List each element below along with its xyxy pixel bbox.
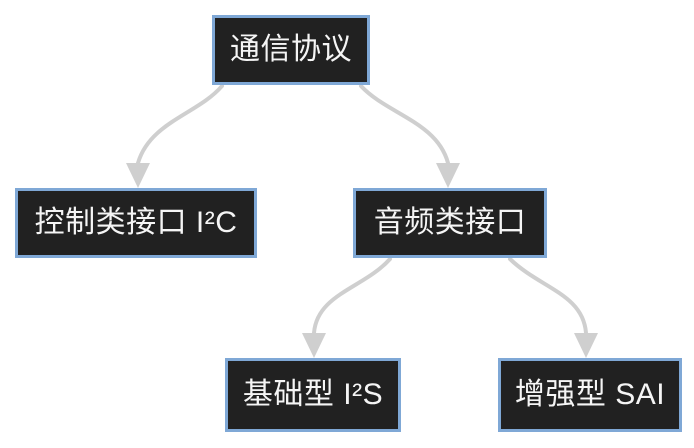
node-label: 控制类接口 I²C bbox=[34, 206, 238, 239]
edge-audio-to-basic bbox=[312, 257, 392, 335]
node-label: 通信协议 bbox=[230, 33, 352, 66]
edge-protocol-to-control bbox=[136, 84, 224, 165]
arrowhead-down-icon bbox=[436, 163, 460, 188]
node-control-interface-i2c: 控制类接口 I²C bbox=[15, 188, 257, 258]
edge-protocol-to-audio bbox=[359, 84, 450, 165]
arrowhead-down-icon bbox=[126, 163, 150, 188]
node-label: 基础型 I²S bbox=[242, 378, 384, 411]
node-label: 增强型 SAI bbox=[514, 378, 666, 411]
node-basic-i2s: 基础型 I²S bbox=[225, 358, 401, 432]
node-audio-interface: 音频类接口 bbox=[353, 188, 547, 258]
node-communication-protocol: 通信协议 bbox=[212, 15, 370, 85]
arrowhead-down-icon bbox=[302, 333, 326, 358]
edge-audio-to-enhanced bbox=[508, 257, 588, 335]
node-label: 音频类接口 bbox=[373, 206, 527, 239]
arrowhead-down-icon bbox=[574, 333, 598, 358]
node-enhanced-sai: 增强型 SAI bbox=[498, 358, 682, 432]
